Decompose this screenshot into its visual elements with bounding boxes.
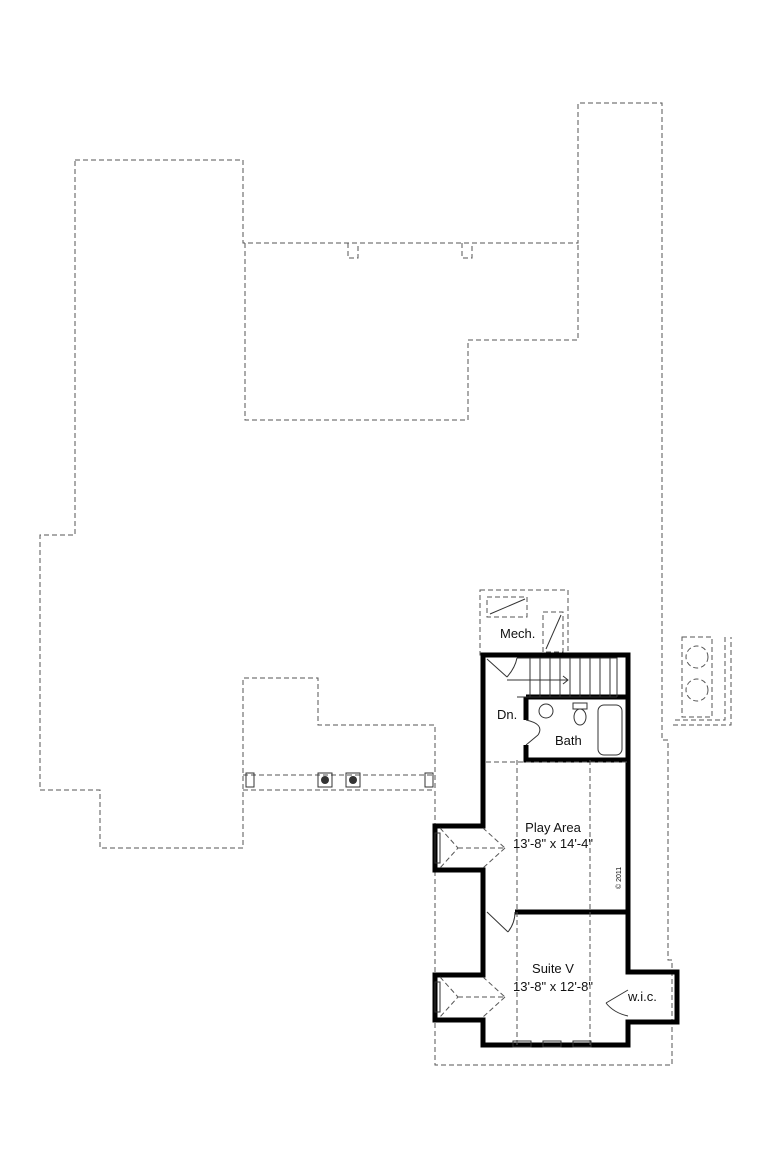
bump — [347, 243, 473, 259]
ac-units — [673, 636, 732, 726]
doors — [486, 657, 629, 1017]
room-label-bath: Bath — [555, 733, 582, 748]
room-dims-suite-v: 13'-8" x 12'-8" — [513, 979, 593, 994]
room-label-mech: Mech. — [500, 626, 535, 641]
stairs — [507, 657, 618, 698]
windows — [512, 1040, 592, 1048]
room-label-down: Dn. — [497, 707, 517, 722]
mech-area — [479, 589, 569, 656]
bath-fixtures — [538, 702, 623, 756]
room-dims-play-area: 13'-8" x 14'-4" — [513, 836, 593, 851]
dormers — [434, 827, 507, 1018]
porch-columns — [245, 772, 434, 788]
copyright: © 2011 — [615, 867, 623, 889]
room-label-wic: w.i.c. — [627, 989, 657, 1004]
porch-line — [243, 774, 435, 791]
lower-floor-outline — [39, 102, 673, 1066]
room-label-suite-v: Suite V — [532, 961, 574, 976]
room-label-play-area: Play Area — [525, 820, 581, 835]
stair-arrow-icon — [507, 675, 569, 685]
inner-outline — [244, 243, 579, 421]
